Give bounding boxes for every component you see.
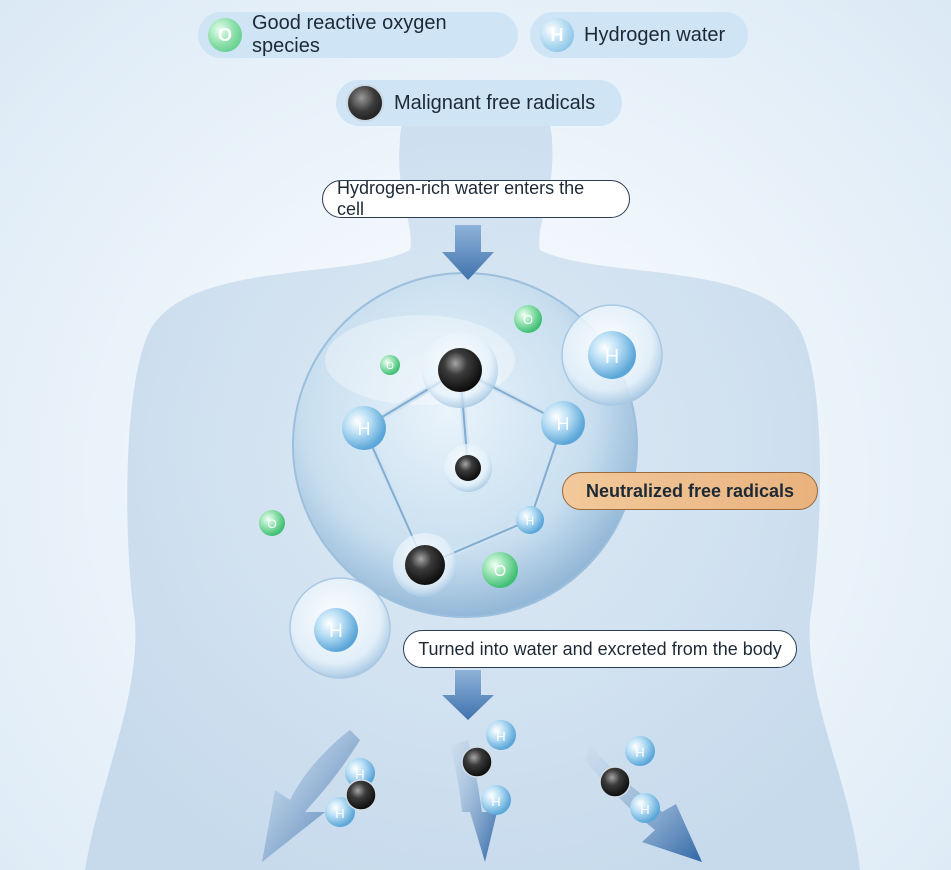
svg-text:O: O — [267, 517, 276, 531]
hydrogen-icon: H — [540, 18, 574, 52]
oxygen-icon: O — [208, 18, 242, 52]
step-excreted: Turned into water and excreted from the … — [403, 630, 797, 668]
arrow-out-of-cell — [442, 670, 494, 720]
hydrogen-atom-right: H — [541, 401, 585, 445]
oxygen-atom-2: O — [380, 355, 400, 375]
hydrogen-atom-small: H — [516, 506, 544, 534]
svg-text:H: H — [635, 745, 644, 760]
legend-hydrogen-water-label: Hydrogen water — [584, 23, 726, 46]
free-radical-icon — [346, 84, 384, 122]
step-enter-cell: Hydrogen-rich water enters the cell — [322, 178, 630, 219]
legend-good-oxygen-label: Good reactive oxygen species — [252, 12, 447, 57]
svg-text:H: H — [491, 794, 500, 809]
legend-hydrogen-water: H Hydrogen water — [530, 12, 748, 58]
oxygen-atom-3: O — [259, 510, 285, 536]
legend-good-oxygen: O Good reactive oxygen species — [198, 12, 518, 58]
svg-text:H: H — [335, 806, 344, 821]
svg-text:H: H — [355, 767, 364, 782]
hydrogen-bubble-upper: H — [561, 304, 663, 406]
exit-particles-center: H H — [461, 720, 516, 815]
arrow-into-cell — [442, 225, 494, 280]
legend-malignant-radicals: Malignant free radicals — [336, 80, 622, 126]
svg-text:H: H — [358, 419, 371, 439]
legend-malignant-radicals-label: Malignant free radicals — [394, 91, 596, 114]
oxygen-atom-1: O — [514, 305, 542, 333]
svg-text:O: O — [523, 312, 533, 327]
svg-text:H: H — [329, 621, 343, 642]
svg-text:O: O — [386, 361, 394, 372]
svg-text:H: H — [640, 802, 649, 817]
oxygen-atom-4: O — [482, 552, 518, 588]
hydrogen-atom-left: H — [342, 406, 386, 450]
radical-atom-bottom — [393, 533, 457, 597]
svg-text:H: H — [496, 729, 505, 744]
step-neutralized: Neutralized free radicals — [562, 472, 818, 510]
radical-atom-top — [422, 332, 498, 408]
exit-arrow-center — [450, 740, 497, 862]
svg-text:H: H — [605, 346, 619, 368]
exit-particles-left: H H — [325, 758, 377, 827]
exit-particles-right: H H — [599, 736, 660, 823]
svg-text:H: H — [557, 414, 570, 434]
svg-text:O: O — [494, 563, 506, 580]
exit-arrow-left — [262, 730, 360, 862]
svg-text:H: H — [526, 514, 535, 528]
radical-atom-center — [444, 444, 492, 492]
hydrogen-bubble-lower: H — [289, 577, 391, 679]
